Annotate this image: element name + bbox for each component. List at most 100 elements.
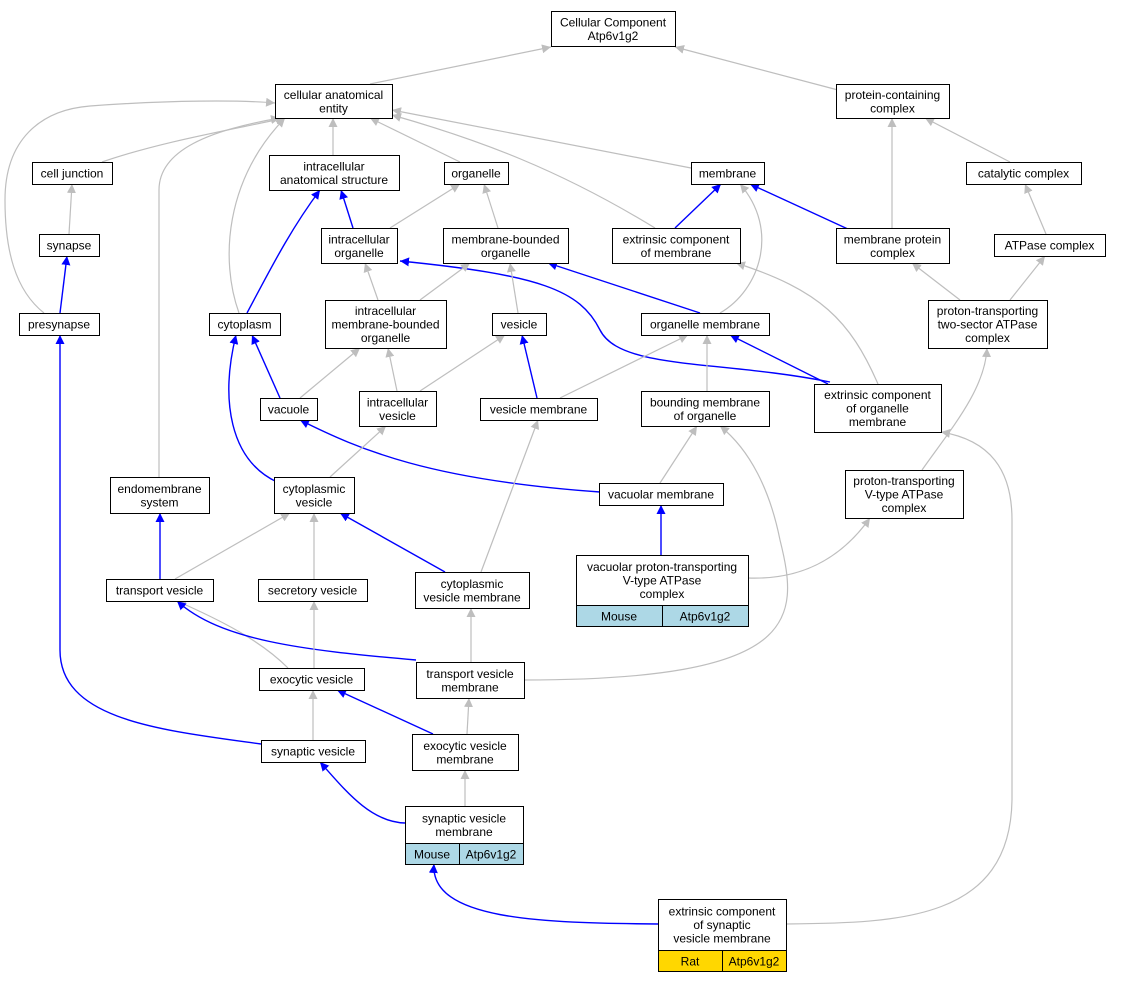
- node-label-line: V-type ATPase: [865, 488, 944, 502]
- node-label-line: membrane: [441, 680, 499, 694]
- annotation-gene-cell: [459, 843, 524, 865]
- node-om[interactable]: organelle membrane: [641, 313, 770, 336]
- node-box: [928, 300, 1048, 349]
- edge-mpc-to-mem: [749, 183, 851, 231]
- node-tv[interactable]: transport vesicle: [106, 579, 214, 602]
- annotation-gene-cell: [722, 950, 787, 972]
- node-label-line: complex: [640, 587, 685, 601]
- node-mem[interactable]: membrane: [691, 162, 765, 185]
- node-label-line: intracellular: [355, 304, 416, 318]
- node-box: [551, 11, 676, 47]
- node-ves[interactable]: vesicle: [492, 313, 547, 336]
- node-cj[interactable]: cell junction: [32, 162, 113, 185]
- node-label-line: membrane protein: [844, 232, 941, 246]
- node-cyt[interactable]: cytoplasm: [209, 313, 281, 336]
- node-label-line: proton-transporting: [853, 474, 954, 488]
- edge-ecom-to-ecm: [735, 261, 879, 385]
- edge-io-to-ias: [339, 189, 354, 229]
- node-label-line: intracellular: [367, 395, 428, 409]
- node-label-line: vacuolar proton-transporting: [587, 560, 737, 574]
- node-label-line: exocytic vesicle: [423, 739, 507, 753]
- node-label-line: ATPase complex: [1005, 239, 1095, 253]
- node-box: [416, 662, 525, 699]
- edge-vm-to-ves: [519, 334, 538, 399]
- node-box: [845, 470, 964, 519]
- node-label-line: of organelle: [674, 409, 737, 423]
- node-syn[interactable]: synapse: [39, 234, 100, 257]
- edge-ecom-to-om: [729, 334, 829, 385]
- edge-cj-to-cae: [101, 115, 286, 163]
- edge-evm-to-tvm: [464, 697, 473, 735]
- node-label-line: membrane-bounded: [331, 318, 439, 332]
- edge-evm-to-exv: [336, 689, 434, 735]
- annotation-gene: Atp6v1g2: [466, 848, 517, 862]
- node-vac[interactable]: vacuole: [260, 398, 318, 421]
- node-label-line: of synaptic: [693, 918, 750, 932]
- edge-cv-to-iv: [329, 425, 387, 478]
- node-label-line: organelle: [451, 167, 501, 181]
- node-exv[interactable]: exocytic vesicle: [259, 668, 365, 691]
- edge-tvm-to-tv: [176, 600, 417, 661]
- node-box: [836, 84, 950, 119]
- node-label-line: organelle membrane: [650, 318, 760, 332]
- edge-org-to-cae: [369, 117, 461, 163]
- node-synv[interactable]: synaptic vesicle: [261, 740, 366, 763]
- node-box: [480, 398, 598, 421]
- edge-vm-to-om: [559, 334, 689, 399]
- node-label-line: presynapse: [28, 318, 90, 332]
- node-label-line: extrinsic component: [669, 905, 776, 919]
- node-label-line: vesicle: [379, 409, 416, 423]
- node-atpc[interactable]: ATPase complex: [994, 234, 1106, 257]
- node-label-line: membrane: [436, 752, 494, 766]
- edge-pre-to-syn: [59, 255, 71, 314]
- node-org[interactable]: organelle: [444, 162, 509, 185]
- node-label-line: transport vesicle: [116, 584, 204, 598]
- edge-vacm-to-vac: [299, 419, 601, 493]
- node-box: [32, 162, 113, 185]
- edge-vac-to-imbo: [299, 347, 361, 399]
- node-vacm[interactable]: vacuolar membrane: [599, 483, 724, 506]
- node-cat[interactable]: catalytic complex: [966, 162, 1082, 185]
- node-label-line: vesicle membrane: [673, 932, 771, 946]
- node-label-line: catalytic complex: [978, 167, 1069, 181]
- node-label-line: anatomical structure: [280, 173, 388, 187]
- node-label-line: secretory vesicle: [268, 584, 358, 598]
- node-sv[interactable]: secretory vesicle: [258, 579, 368, 602]
- node-label-line: endomembrane: [117, 482, 201, 496]
- edge-cae-to-root: [369, 44, 552, 85]
- node-label-line: membrane: [849, 415, 907, 429]
- node-box: [261, 740, 366, 763]
- node-box: [39, 234, 100, 257]
- node-box: [966, 162, 1082, 185]
- edge-ecom-to-io: [399, 257, 831, 383]
- node-box: [269, 155, 400, 191]
- node-vm[interactable]: vesicle membrane: [480, 398, 598, 421]
- node-pre[interactable]: presynapse: [19, 313, 100, 336]
- node-label-line: system: [140, 495, 178, 509]
- node-box: [359, 391, 437, 427]
- edge-mbo-to-org: [482, 183, 499, 229]
- edge-ecm-to-mem: [674, 183, 722, 229]
